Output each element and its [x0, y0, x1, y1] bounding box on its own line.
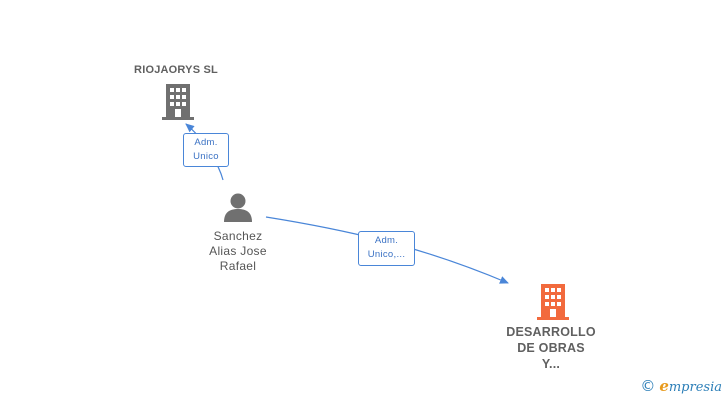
- company-label-riojaorys[interactable]: RIOJAORYS SL: [134, 64, 218, 76]
- person-label-sanchez[interactable]: Sanchez Alias Jose Rafael: [209, 229, 267, 273]
- person-icon[interactable]: [222, 192, 254, 222]
- copyright-icon: ©: [640, 377, 656, 395]
- brand-wordmark: empresia: [659, 377, 722, 395]
- edge-label-line: Unico: [193, 151, 219, 162]
- edge-label-riojaorys[interactable]: Adm. Unico: [183, 133, 229, 167]
- edge-label-desarrollo[interactable]: Adm. Unico,...: [358, 231, 415, 266]
- building-icon[interactable]: [162, 84, 194, 120]
- edge-label-line: Adm.: [374, 235, 399, 246]
- edge-label-line: Unico,...: [367, 249, 406, 260]
- edge-label-line: Adm.: [194, 137, 218, 148]
- empresia-logo: © empresia: [640, 377, 722, 395]
- company-label-desarrollo[interactable]: DESARROLLO DE OBRAS Y...: [506, 325, 596, 371]
- building-icon[interactable]: [537, 284, 569, 320]
